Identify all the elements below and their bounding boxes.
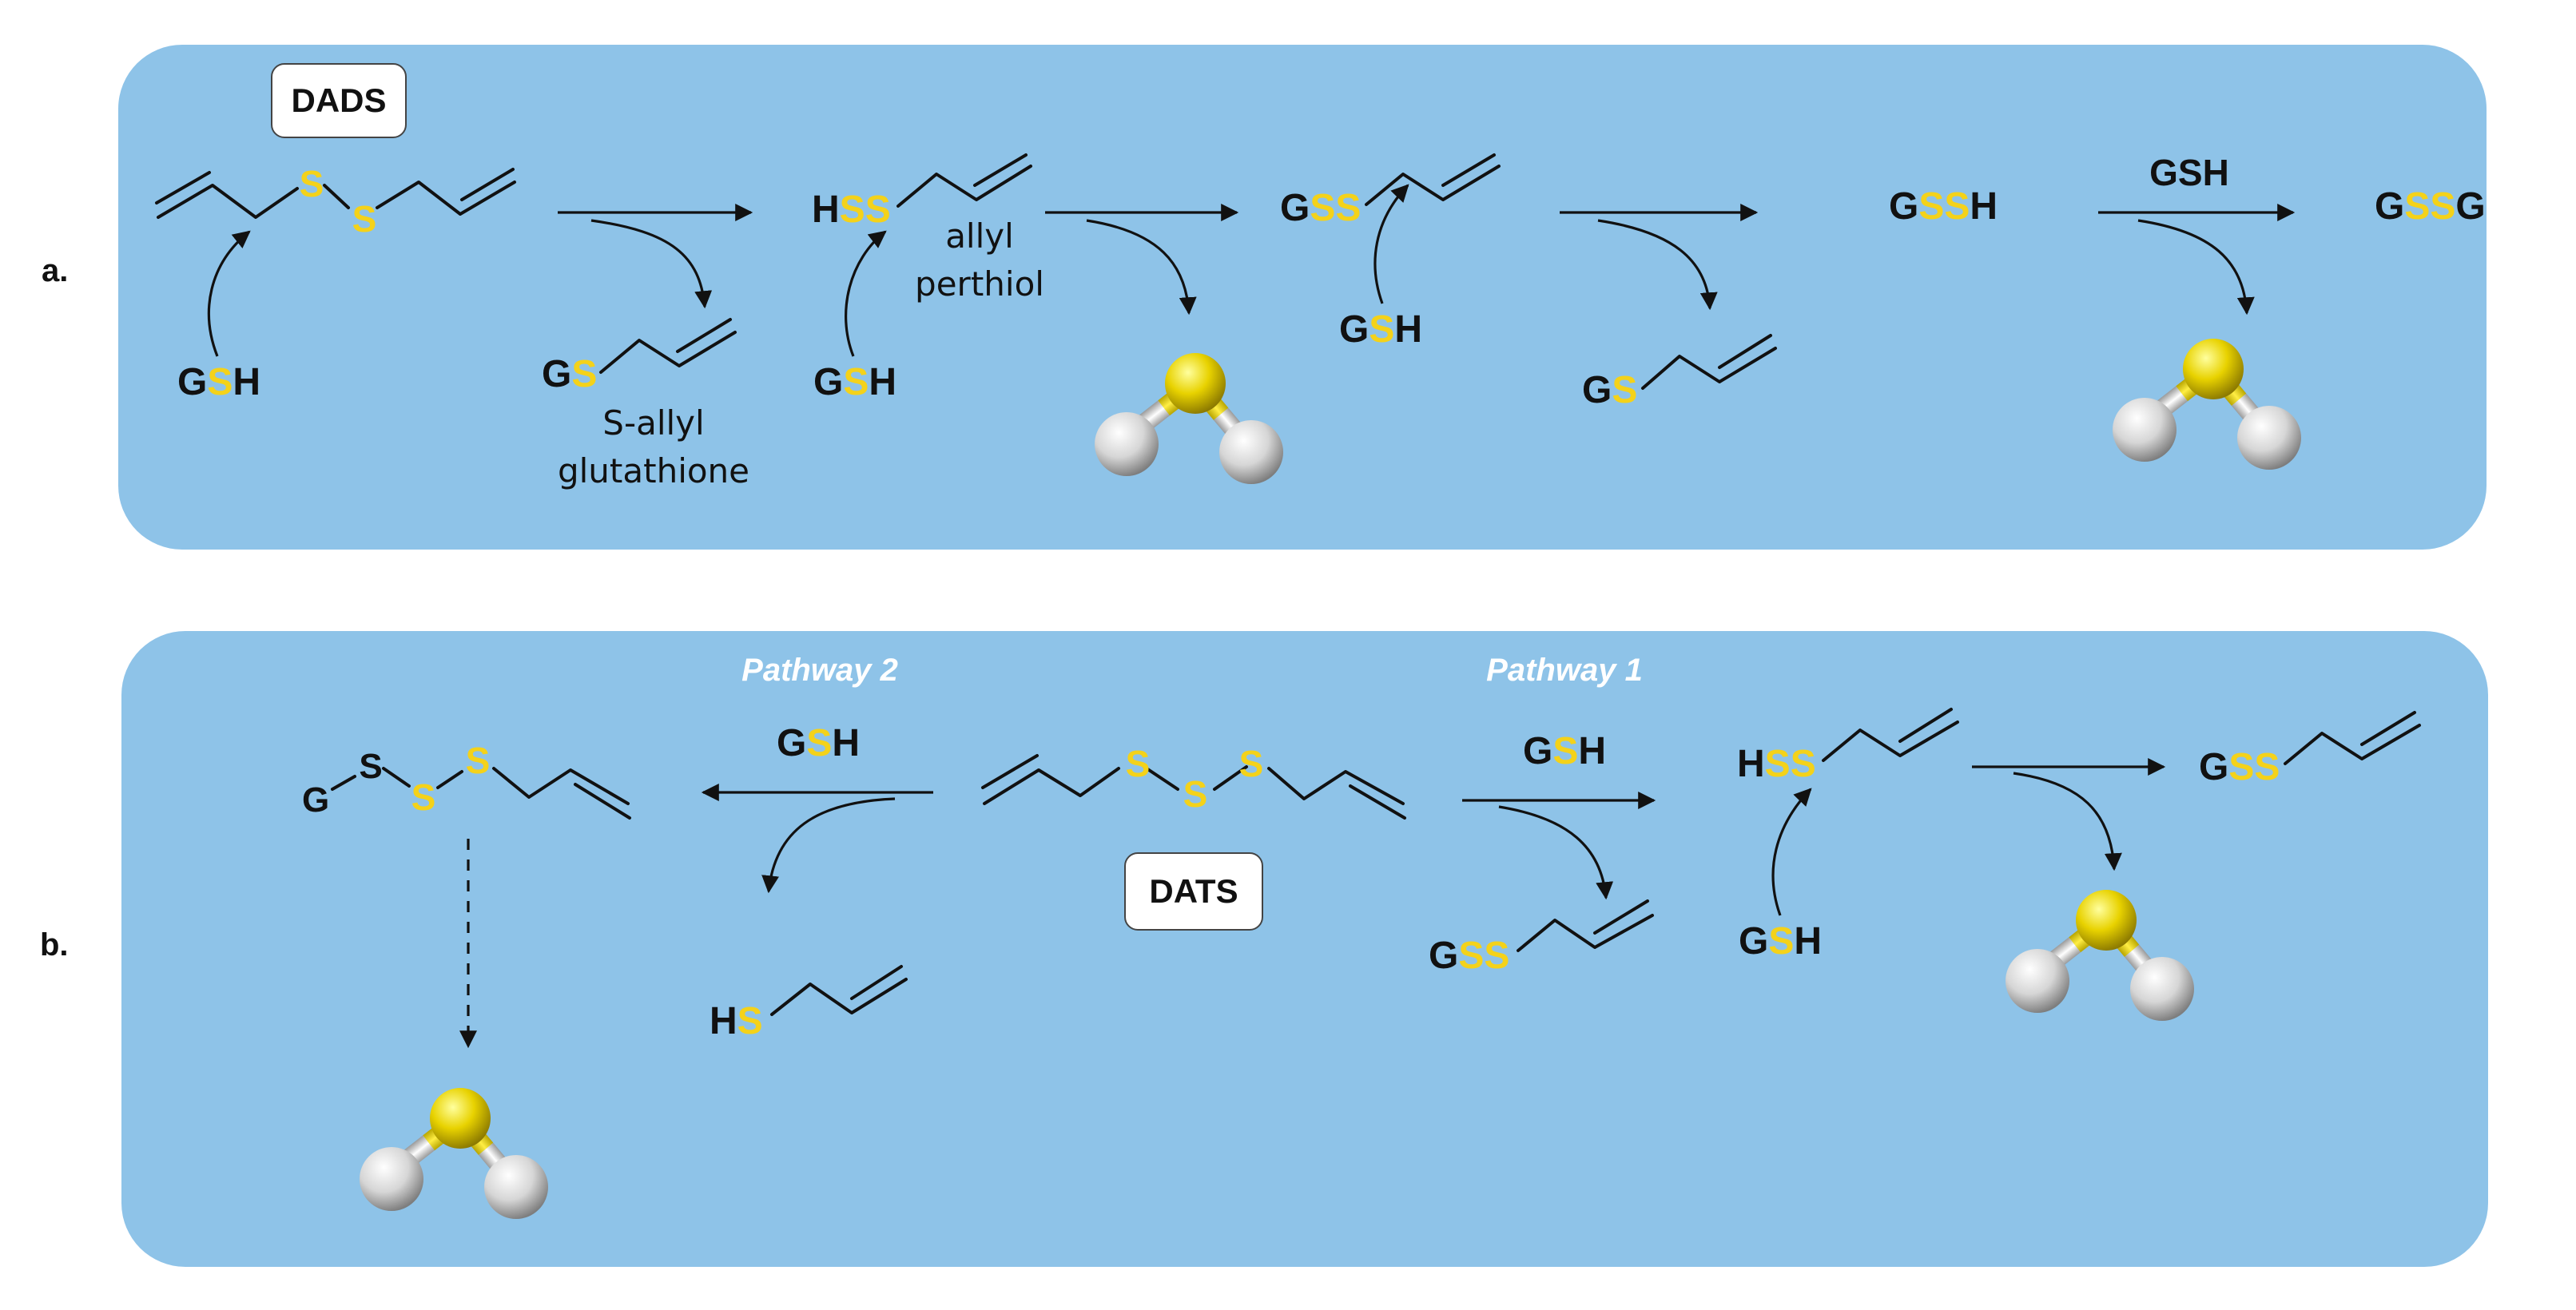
attack-arrow-1: [207, 230, 251, 357]
branch-arrow-b-final: [2013, 772, 2122, 871]
branch-arrow-a4: [2137, 219, 2255, 316]
s-allyl-glutathione-formula: GS: [542, 353, 597, 395]
perthiol-name-line-2: perthiol: [915, 264, 1044, 304]
branch-arrow-a1: [590, 219, 713, 309]
gss-byproduct-formula: GSS: [1429, 935, 1509, 977]
allyl-thiol-formula: HS: [710, 1000, 763, 1042]
dats-molecule: S S S: [981, 743, 1406, 820]
branch-arrow-pathway-2: [761, 797, 896, 894]
gssh-formula: GSSH: [1889, 185, 1998, 228]
perthiol-formula-b: HSS: [1737, 743, 1816, 785]
gss-byproduct-chain: [1517, 914, 1654, 952]
panel-a: a. DADS S S GSH GS S-allyl glutathione H…: [42, 45, 2487, 550]
panel-a-background: [118, 45, 2487, 550]
gs-allyl-chain: [1641, 347, 1777, 390]
dats-sulfur-2: S: [1183, 773, 1208, 815]
perthiol-chain-b: [1822, 720, 1959, 762]
dads-sulfur-1: S: [300, 163, 324, 204]
perthiol-chain: [896, 165, 1032, 208]
s-allyl-name-line-2: glutathione: [558, 451, 749, 490]
gss-allyl-chain-a: [1365, 165, 1501, 206]
gsh-reactant-2: GSH: [813, 361, 896, 403]
gss-allyl-formula-a: GSS: [1280, 187, 1361, 229]
panel-b: b. Pathway 2 Pathway 1 S S S DATS GSH HS…: [40, 631, 2488, 1267]
gsh-attack-b: GSH: [1739, 920, 1822, 963]
s-allyl-name-line-1: S-allyl: [602, 403, 704, 443]
dads-label-box: [271, 63, 407, 138]
attack-arrow-2: [845, 230, 887, 357]
gsh-pathway-1: GSH: [1523, 730, 1606, 772]
branch-arrow-a3: [1597, 219, 1718, 311]
dats-sulfur-3: S: [1239, 743, 1264, 784]
dads-label: DADS: [291, 81, 386, 119]
gsh-pathway-2: GSH: [777, 722, 860, 764]
glutathione-trisulfide: G S S S: [302, 740, 631, 820]
gss-allyl-chain-b: [2284, 724, 2421, 765]
pathway-1-label: Pathway 1: [1486, 653, 1643, 688]
dats-label-box: [1124, 852, 1263, 931]
dads-molecule: S S: [155, 163, 516, 240]
panel-a-label: a.: [42, 253, 68, 288]
gsh-reactant-3: GSH: [1339, 308, 1422, 351]
panel-b-label: b.: [40, 927, 69, 963]
gs-allyl-formula: GS: [1582, 369, 1637, 411]
allyl-thiol-chain: [770, 978, 908, 1016]
trisulfide-s2: S: [411, 776, 436, 818]
gss-allyl-formula-b: GSS: [2199, 746, 2280, 788]
pathway-2-label: Pathway 2: [741, 653, 898, 688]
allyl-perthiol-formula: HSS: [812, 189, 891, 231]
gsh-reactant-1: GSH: [177, 361, 260, 403]
branch-arrow-a2: [1086, 219, 1197, 316]
trisulfide-s3: S: [466, 740, 491, 781]
attack-arrow-b: [1771, 788, 1812, 916]
gsh-reagent-label: GSH: [2149, 152, 2229, 193]
branch-arrow-pathway-1: [1498, 805, 1614, 900]
gssg-formula: GSSG: [2375, 185, 2486, 228]
perthiol-name-line-1: allyl: [945, 216, 1014, 256]
trisulfide-s1: S: [359, 747, 382, 786]
trisulfide-g: G: [302, 780, 329, 820]
dats-sulfur-1: S: [1126, 743, 1151, 784]
attack-arrow-3: [1373, 184, 1409, 304]
s-allyl-chain: [599, 331, 737, 374]
dats-label: DATS: [1149, 872, 1238, 910]
dads-sulfur-2: S: [352, 198, 377, 240]
